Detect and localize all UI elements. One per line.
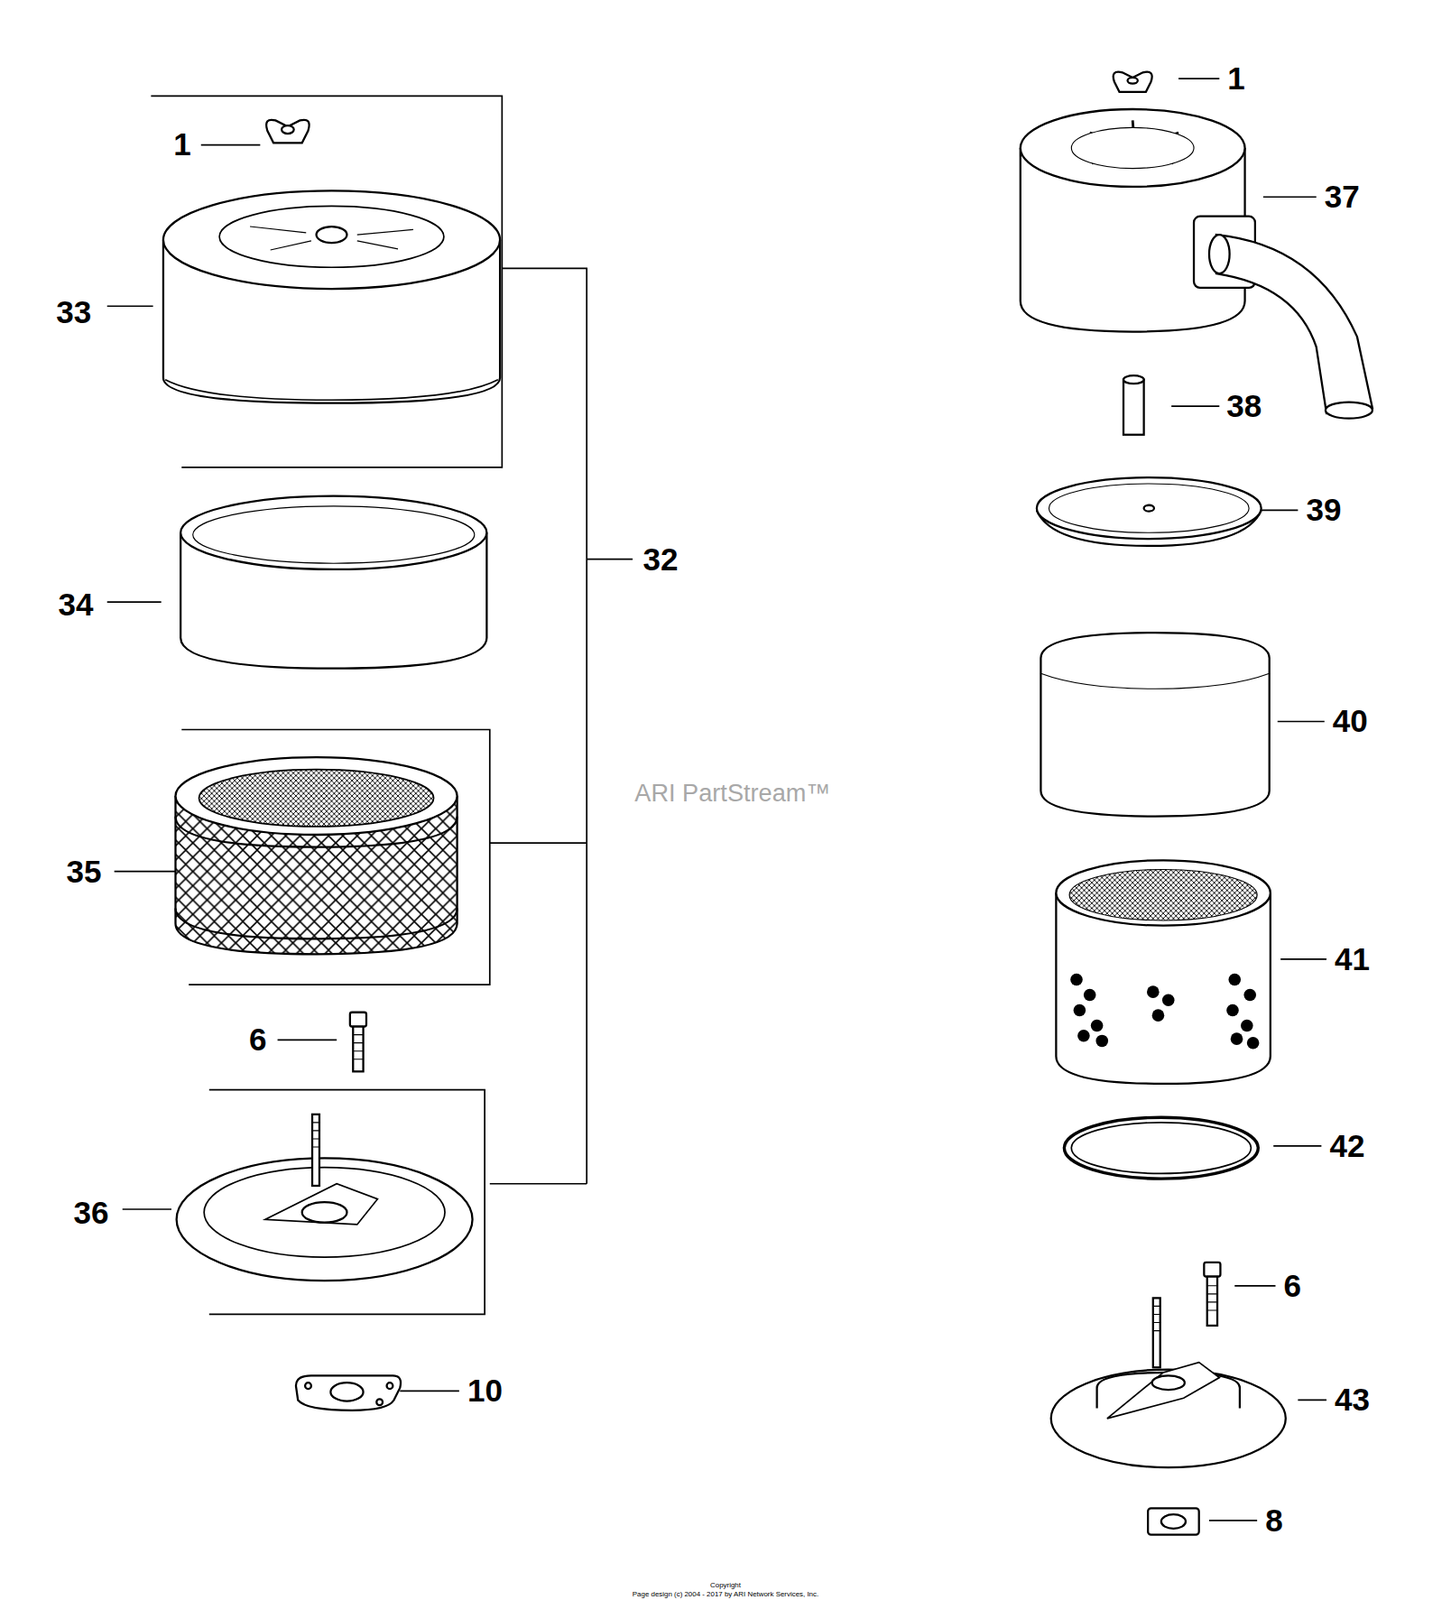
callout-number: 34 — [57, 589, 93, 621]
paper-filter-element — [175, 757, 457, 954]
wing-nut — [1113, 72, 1153, 93]
copyright-note: Copyright — [710, 1580, 741, 1589]
callout-number: 37 — [1324, 181, 1360, 213]
bolt — [1203, 1262, 1220, 1326]
callout-number: 42 — [1329, 1129, 1365, 1162]
callout-number: 6 — [1284, 1269, 1303, 1302]
callout-number: 1 — [1227, 63, 1246, 95]
wing-nut — [266, 120, 309, 144]
foam-precleaner — [1040, 632, 1269, 817]
callout-number: 39 — [1305, 494, 1341, 527]
paper-filter-element — [1055, 859, 1270, 1084]
callout-number: 41 — [1334, 942, 1370, 975]
foam-precleaner — [180, 496, 487, 669]
callout-number: 40 — [1332, 705, 1368, 738]
callout-number: 6 — [249, 1024, 268, 1056]
callout-number: 33 — [55, 295, 92, 328]
bracket-lines — [150, 95, 633, 1314]
callout-number: 10 — [467, 1375, 503, 1407]
callout-number: 38 — [1226, 390, 1262, 423]
callout-number: 35 — [66, 855, 102, 888]
leader-lines — [107, 78, 1327, 1521]
copyright-note: Page design (c) 2004 - 2017 by ARI Netwo… — [632, 1589, 819, 1598]
gasket — [1147, 1507, 1200, 1535]
spacer-tube — [1123, 375, 1145, 435]
callout-number: 36 — [73, 1197, 109, 1230]
sealing-ring — [1063, 1117, 1258, 1179]
callout-number: 8 — [1265, 1504, 1284, 1536]
air-cleaner-base — [176, 1114, 473, 1281]
watermark: ARI PartStream™ — [634, 780, 831, 805]
callout-number: 1 — [173, 129, 192, 161]
heavy-duty-cover — [1020, 109, 1373, 419]
air-cleaner-cover — [163, 190, 500, 403]
air-cleaner-base — [1051, 1297, 1286, 1468]
gasket — [295, 1375, 401, 1410]
callout-number: 32 — [642, 543, 678, 575]
bolt — [350, 1012, 367, 1073]
inner-cover — [1036, 477, 1262, 546]
callout-number: 43 — [1334, 1384, 1370, 1416]
